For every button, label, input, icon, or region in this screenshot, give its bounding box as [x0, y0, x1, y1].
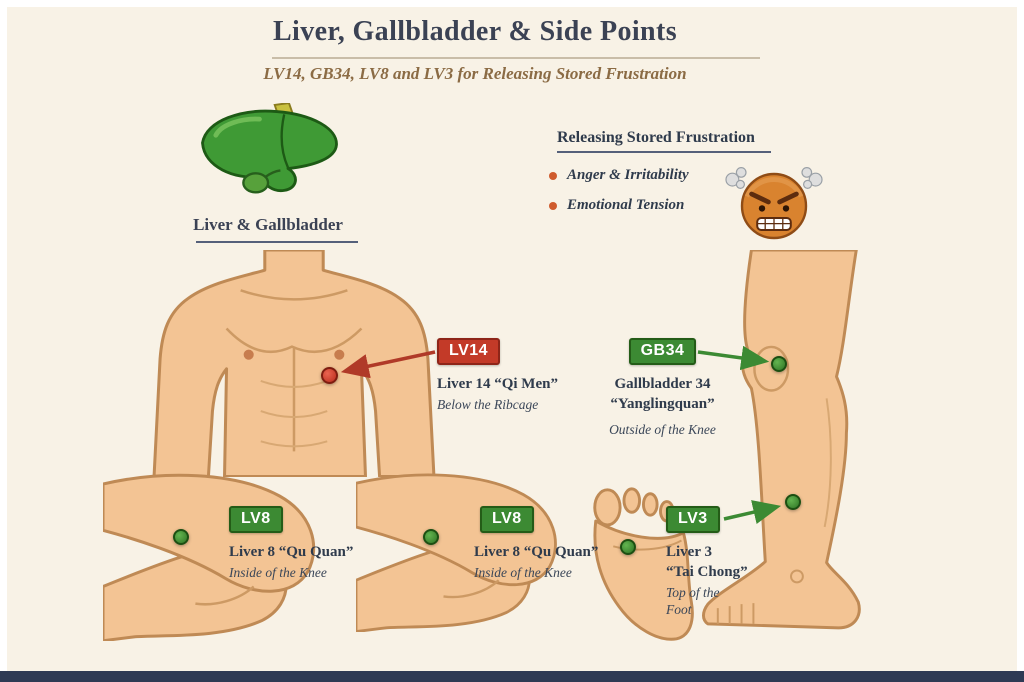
page-subtitle: LV14, GB34, LV8 and LV3 for Releasing St… [263, 64, 687, 83]
point-name: “Yanglingquan” [610, 396, 715, 412]
point-dot-lv3 [620, 539, 636, 555]
point-name: “Tai Chong” [666, 564, 748, 580]
leg-icon [701, 248, 861, 630]
point-location: Below the Ribcage [437, 397, 539, 412]
liver-caption: Liver & Gallbladder [193, 215, 343, 234]
benefits-heading: Releasing Stored Frustration [557, 129, 755, 146]
point-dot-lv8-middle [423, 529, 439, 545]
point-badge-lv8-left: LV8 [229, 506, 283, 533]
knee-icon [354, 473, 557, 634]
steam-icon [725, 167, 747, 189]
page-title: Liver, Gallbladder & Side Points [272, 16, 678, 47]
angry-face-icon [725, 167, 823, 240]
point-dot-leg-lower [785, 494, 801, 510]
point-card-lv3: LV3 Liver 3 “Tai Chong” Top of the Foot [666, 506, 761, 619]
point-badge-lv14: LV14 [437, 338, 501, 365]
point-name: Liver 3 [666, 544, 712, 560]
steam-icon [801, 167, 823, 189]
knee-illustration-left [101, 468, 329, 646]
point-dot-gb34 [771, 356, 787, 372]
point-badge-lv3: LV3 [666, 506, 720, 533]
benefit-label: Emotional Tension [567, 197, 685, 213]
point-location: Inside of the Knee [229, 565, 327, 580]
liver-gallbladder-icon [201, 101, 338, 194]
benefit-item: Emotional Tension [549, 197, 684, 214]
title-divider [272, 57, 760, 59]
point-location: Inside of the Knee [474, 565, 572, 580]
benefit-label: Anger & Irritability [567, 167, 689, 183]
torso-icon [152, 248, 436, 479]
bullet-dot-icon [549, 201, 557, 210]
leg-illustration [700, 248, 883, 643]
knee-icon [101, 473, 316, 643]
point-card-gb34: GB34 Gallbladder 34 “Yanglingquan” Outsi… [590, 338, 735, 439]
liver-illustration [193, 101, 345, 222]
point-dot-lv14 [321, 367, 338, 384]
benefit-item: Anger & Irritability [549, 167, 689, 184]
point-badge-lv8-middle: LV8 [480, 506, 534, 533]
bullet-dot-icon [549, 171, 557, 180]
point-badge-gb34: GB34 [628, 338, 697, 365]
point-card-lv14: LV14 Liver 14 “Qi Men” Below the Ribcage [437, 338, 607, 414]
point-name: Liver 14 “Qi Men” [437, 376, 558, 392]
point-location: Outside of the Knee [609, 422, 716, 437]
point-card-lv8-left: LV8 Liver 8 “Qu Quan” Inside of the Knee [229, 506, 379, 582]
point-dot-lv8-left [173, 529, 189, 545]
footer-bar [0, 671, 1024, 682]
point-name: Liver 8 “Qu Quan” [474, 544, 599, 560]
point-name: Gallbladder 34 [614, 376, 711, 392]
knee-illustration-middle [354, 468, 570, 637]
point-card-lv8-middle: LV8 Liver 8 “Qu Quan” Inside of the Knee [474, 506, 624, 582]
benefits-underline [557, 151, 771, 153]
point-location: Top of the Foot [666, 585, 720, 617]
liver-caption-underline [196, 241, 358, 243]
angry-face-illustration [722, 158, 826, 251]
point-name: Liver 8 “Qu Quan” [229, 544, 354, 560]
torso-illustration [148, 248, 440, 482]
